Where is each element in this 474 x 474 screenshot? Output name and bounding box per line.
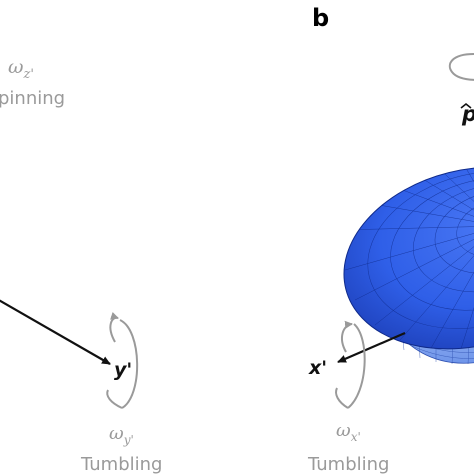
- tumble-omega-y-symbol: ω: [109, 423, 124, 444]
- tumble-label-left: Tumbling: [80, 454, 162, 474]
- spin-label: pinning: [0, 88, 65, 109]
- tumble-rotation-arrow-x: [335, 320, 366, 409]
- spin-omega-symbol: ω: [8, 56, 24, 78]
- tumble-label-right: Tumbling: [307, 454, 389, 474]
- spin-omega-label: ωz': [8, 56, 34, 82]
- tumble-omega-x-symbol: ω: [336, 420, 351, 441]
- spin-omega-subscript: z': [23, 67, 34, 82]
- y-axis-label: y': [114, 359, 132, 381]
- y-axis-arrow: [0, 299, 111, 365]
- tumble-rotation-arrow-y: [106, 312, 139, 409]
- tumble-omega-x-label: ωx': [336, 420, 361, 444]
- right-panel: b p: [307, 4, 474, 474]
- x-axis-arrow: [337, 331, 406, 364]
- x-axis-label: x': [308, 357, 327, 379]
- panel-label-b: b: [312, 4, 329, 32]
- tumble-omega-y-label: ωy': [109, 423, 134, 447]
- tumble-omega-y-subscript: y': [123, 433, 134, 447]
- p-hat-icon: [460, 102, 472, 109]
- left-panel: ωz' pinning y' ωy' Tumbling: [0, 56, 162, 474]
- tumble-omega-x-subscript: x': [351, 430, 361, 444]
- ellipsoid-top-surface: [339, 157, 474, 353]
- spin-rotation-arrow-p: [448, 53, 474, 81]
